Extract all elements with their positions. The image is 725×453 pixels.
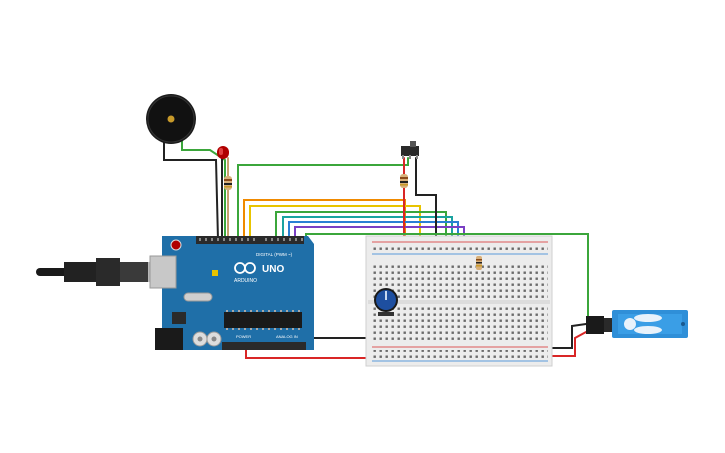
slide-switch [401,141,419,159]
power-header [222,342,306,350]
analog-label: ANALOG IN [276,334,298,339]
atmega-chip [224,312,302,328]
wire-buzzer-black [163,139,219,241]
digital-label: DIGITAL (PWM ~) [256,252,293,257]
resistor-switch [400,174,408,188]
power-jack [155,328,183,350]
arduino-logo-icon [234,262,256,274]
arduino-brand: ARDUINO [234,278,257,284]
servo-horn [624,318,636,330]
led-l [212,270,218,276]
wire-switch-black [415,157,437,249]
led [217,146,229,159]
reset-button [170,239,182,251]
arduino-model: UNO [262,264,284,275]
wire-servo-black [537,323,587,349]
buzzer-center [167,115,175,123]
servo-connector [586,316,604,334]
arduino-uno: ARDUINO UNO DIGITAL (PWM ~) POWER ANALOG… [149,236,314,350]
regulator [172,312,186,324]
servo [586,310,688,338]
wires [163,139,589,359]
crystal [183,292,213,302]
usb-port [149,255,177,289]
power-label: POWER [236,334,251,339]
digital-header [196,236,304,244]
potentiometer [374,288,398,316]
wire-green-switch [237,157,409,241]
buzzer [146,94,196,144]
resistor-led [224,176,232,190]
